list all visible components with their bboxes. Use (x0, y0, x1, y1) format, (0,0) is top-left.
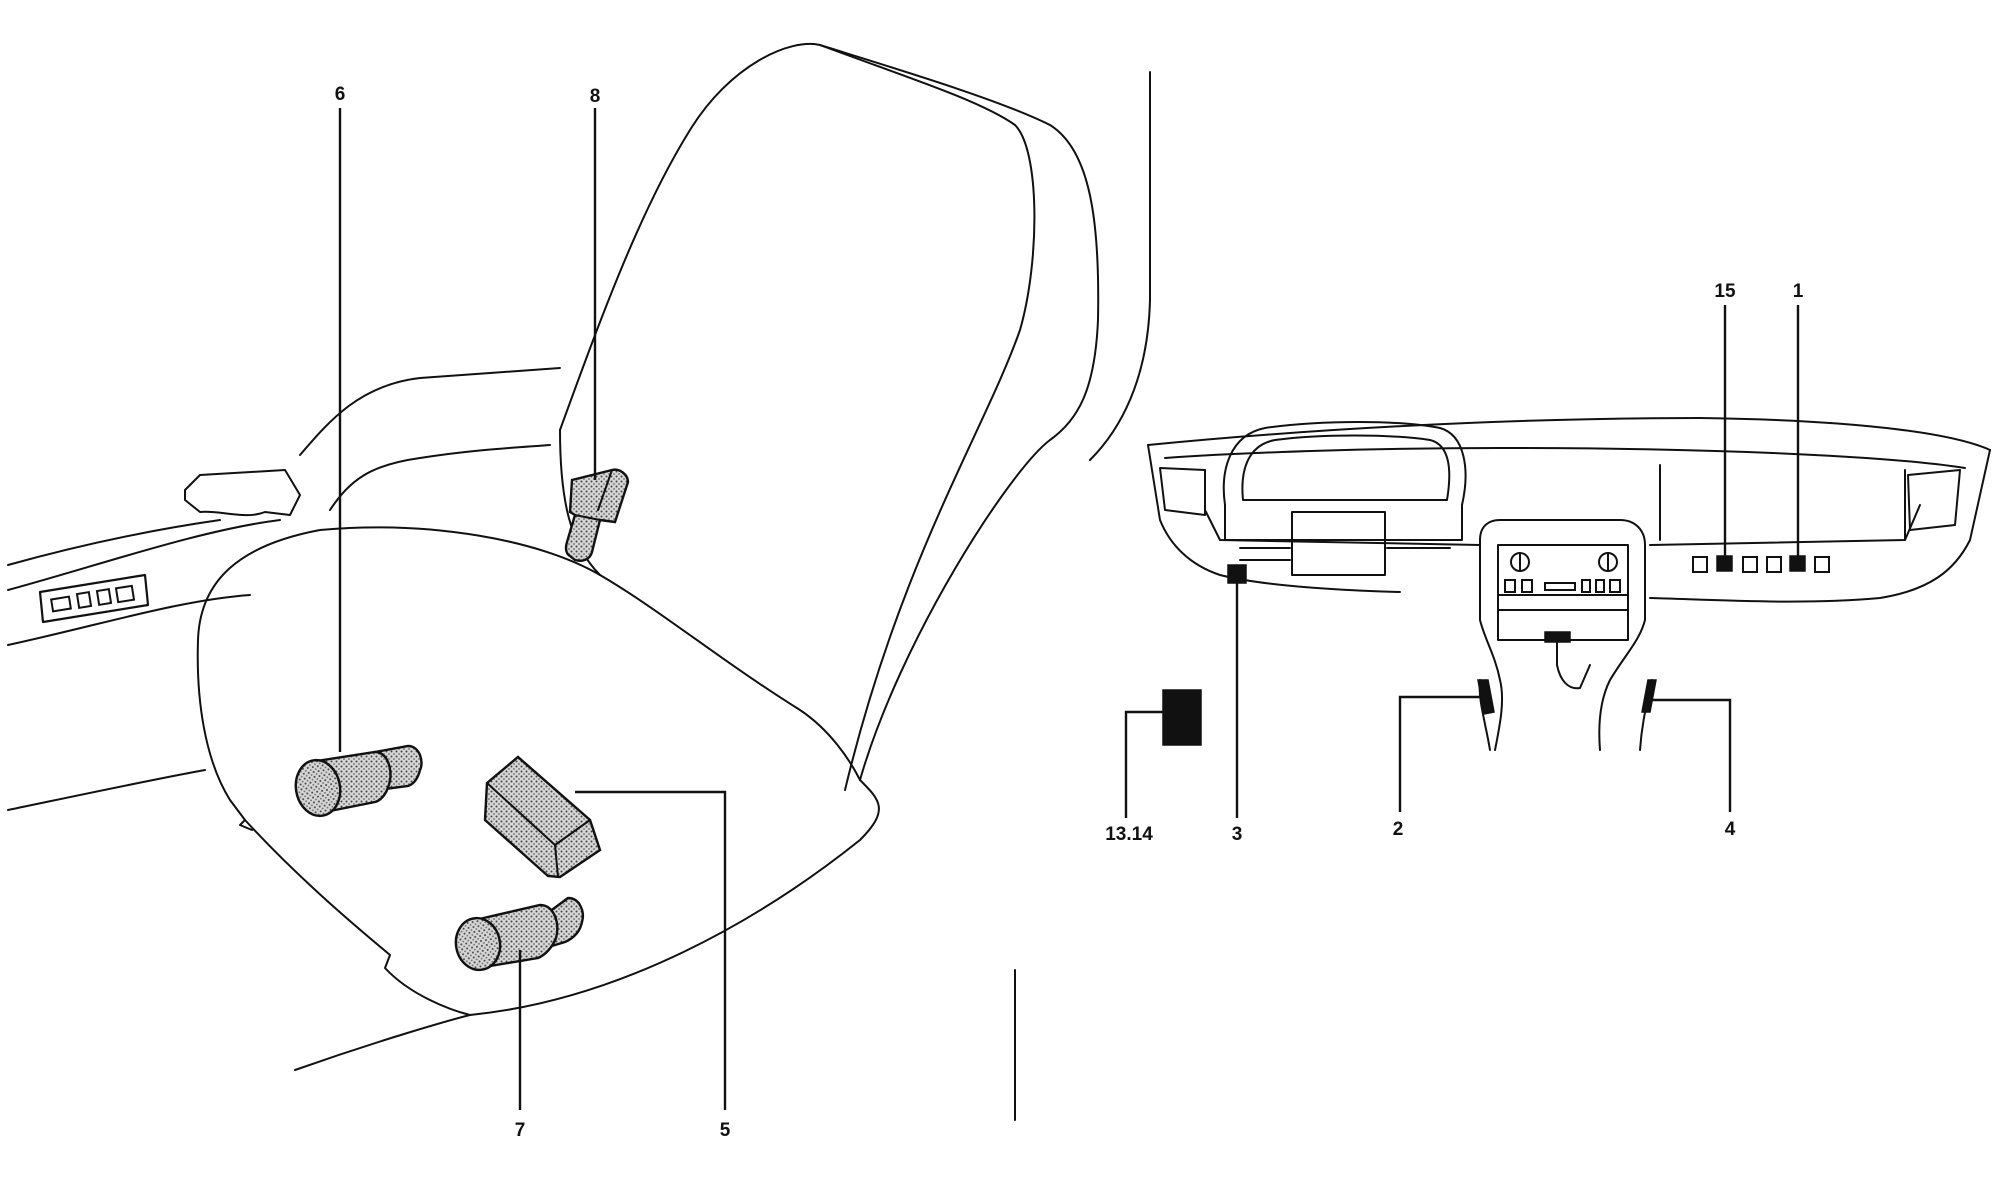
switch-3-icon (1227, 564, 1247, 584)
seat-cushion-outline (196, 526, 880, 1016)
door-line-4 (294, 1014, 471, 1071)
dash-left-vent (1159, 467, 1206, 516)
callout-13-14: 13.14 (1105, 824, 1153, 845)
steering-column (1224, 504, 1463, 541)
steering-boss (1291, 511, 1386, 576)
callout-8: 8 (590, 86, 601, 107)
callout-1: 1 (1793, 281, 1804, 302)
switch-1-icon (1789, 555, 1806, 572)
switch-8-icon (564, 468, 630, 562)
switch-5-icon (483, 755, 602, 879)
console-cable (1556, 639, 1591, 690)
callout-6: 6 (335, 84, 346, 105)
switch-2-icon (1477, 679, 1495, 715)
dash-top-inner (1164, 447, 1966, 469)
steering-boss-line (1239, 547, 1451, 561)
seat-back-rear-line (1089, 71, 1151, 461)
center-console-left (1479, 539, 1504, 751)
leader-4 (1650, 698, 1732, 812)
armrest-upper (299, 367, 561, 456)
seat-back-front-edge (559, 429, 601, 576)
console-connector-icon (1544, 631, 1571, 643)
dash-left-end (1147, 444, 1401, 593)
callout-7: 7 (515, 1120, 526, 1141)
console-panel (1497, 544, 1629, 641)
dash-right-end (1649, 449, 1991, 603)
door-handle (184, 469, 301, 517)
seat-cushion-side (599, 574, 861, 781)
switch-4-icon (1641, 679, 1657, 713)
dash-top (1147, 417, 1991, 451)
armrest-lower (329, 444, 551, 511)
center-console-outline (1479, 519, 1646, 751)
instrument-hood-inner (1241, 434, 1451, 501)
seat-cushion-bottom (239, 819, 253, 831)
door-trim-curve (7, 519, 221, 566)
dash-switch-row (1692, 555, 1830, 573)
door-line-3 (7, 769, 206, 811)
console-divider (1497, 594, 1629, 611)
switch-6-icon (294, 744, 423, 818)
callout-2: 2 (1393, 819, 1404, 840)
glovebox (1659, 464, 1906, 541)
door-line-2 (7, 594, 251, 646)
leader-2 (1398, 695, 1480, 812)
dash-right-vent (1907, 469, 1961, 531)
callout-3: 3 (1232, 824, 1243, 845)
door-line-1 (7, 519, 281, 591)
callout-15: 15 (1714, 281, 1736, 302)
callout-4: 4 (1725, 819, 1736, 840)
callout-5: 5 (720, 1120, 731, 1141)
leader-5 (575, 790, 727, 1110)
switch-7-icon (454, 896, 584, 972)
door-switch-panel (38, 573, 150, 624)
seat-back-outline (559, 43, 1100, 781)
seat-back-seam (819, 44, 1036, 791)
switch-15-icon (1716, 555, 1733, 572)
instrument-hood (1222, 421, 1467, 506)
seat-illustration: 6 8 5 7 (7, 43, 1100, 1141)
leader-13-14 (1124, 710, 1163, 818)
dashboard-illustration: 15 1 3 2 4 13.14 (1105, 281, 1991, 845)
switch-13-14-icon (1162, 689, 1202, 746)
